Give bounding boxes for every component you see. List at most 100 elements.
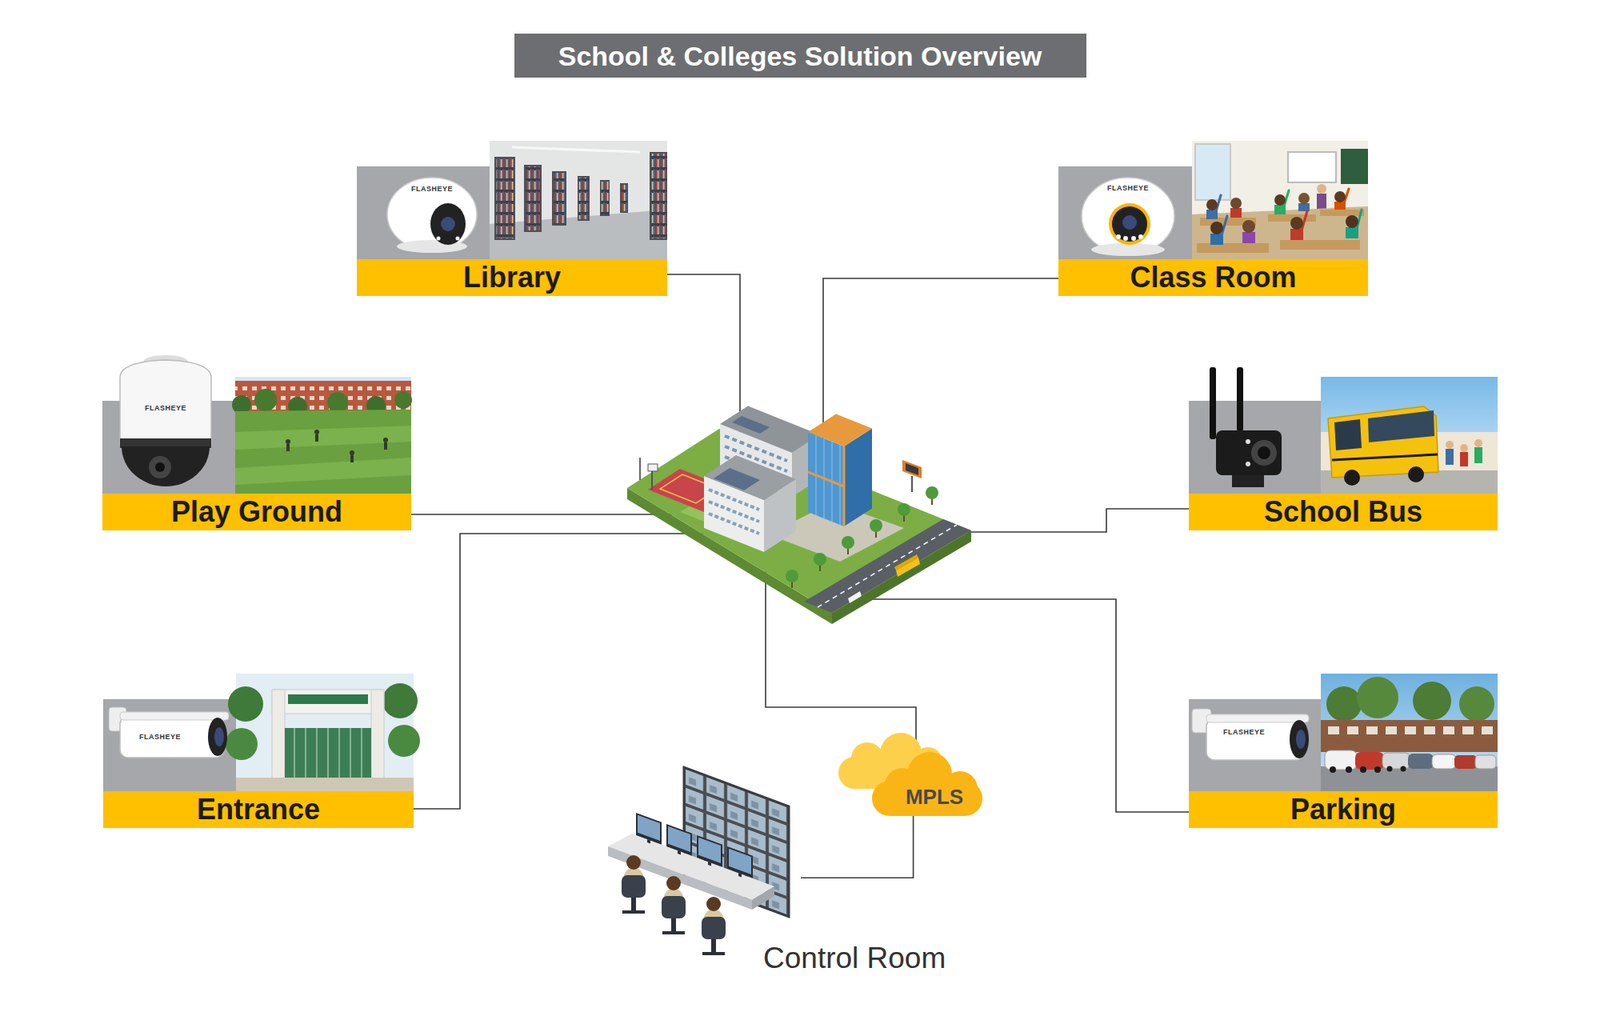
parking-photo	[1328, 726, 1493, 735]
entrance-photo	[371, 689, 384, 780]
control-room-illustration	[698, 837, 721, 864]
dome-camera	[436, 236, 441, 241]
school-bus-photo	[1445, 439, 1483, 467]
classroom-photo	[1280, 240, 1360, 250]
entrance-photo	[316, 728, 318, 778]
control-room-illustration	[728, 848, 752, 875]
library-photo	[524, 164, 542, 232]
campus-illustration	[648, 464, 658, 472]
control-room-illustration	[702, 952, 725, 956]
campus-illustration	[817, 524, 957, 608]
band-label: School Bus	[1264, 496, 1423, 528]
campus-illustration	[732, 416, 770, 434]
campus-illustration	[792, 496, 932, 588]
entrance-photo	[236, 777, 414, 792]
bus-camera	[1232, 475, 1264, 488]
entrance-photo	[225, 728, 258, 760]
camera-wire	[959, 508, 1189, 532]
dome-camera	[1108, 203, 1151, 245]
dome-camera	[1123, 236, 1128, 241]
classroom-photo	[1320, 209, 1364, 216]
campus-illustration	[808, 432, 844, 527]
classroom-photo	[1274, 194, 1286, 206]
classroom-photo	[1210, 221, 1224, 235]
control-room-illustration	[738, 872, 742, 877]
parking-photo	[1459, 686, 1495, 722]
playground-photo	[349, 450, 355, 456]
site-label: Control Room	[763, 942, 946, 976]
bullet-camera	[1192, 708, 1309, 760]
parking-photo	[1320, 766, 1498, 792]
parking-photo	[1320, 673, 1498, 792]
bus-camera	[1209, 367, 1216, 440]
library-photo	[553, 172, 565, 224]
library-photo	[600, 180, 610, 216]
entrance-photo	[349, 728, 352, 778]
parking-photo	[1366, 726, 1378, 735]
playground-photo	[235, 425, 412, 450]
ptz-camera	[120, 360, 212, 445]
camera-box	[1188, 400, 1321, 494]
control-room-illustration	[708, 861, 712, 866]
control-room-illustration	[666, 876, 681, 891]
library-photo	[620, 183, 628, 213]
bus-camera	[1257, 446, 1271, 460]
diagram-title: School & Colleges Solution Overview	[558, 42, 1043, 70]
entrance-photo	[360, 728, 363, 778]
bullet-camera	[1289, 720, 1309, 759]
control-room-illustration	[666, 824, 692, 860]
cloud-shape	[851, 742, 884, 775]
campus-illustration	[708, 489, 760, 510]
location-band: Library	[356, 259, 668, 296]
control-room-illustration	[621, 855, 646, 912]
playground-photo	[235, 380, 412, 415]
entrance-photo	[338, 728, 340, 778]
parking-photo	[1360, 766, 1367, 773]
classroom-photo	[1230, 197, 1242, 209]
control-room-illustration	[696, 835, 723, 871]
bus-camera	[1245, 439, 1251, 444]
campus-illustration	[708, 501, 760, 522]
entrance-photo	[284, 728, 372, 778]
entrance-photo	[294, 728, 362, 778]
control-room-illustration	[752, 886, 775, 910]
dome-camera	[1081, 177, 1175, 255]
dome-camera	[430, 203, 466, 245]
bullet-camera	[1296, 729, 1306, 749]
control-room-illustration	[661, 876, 686, 933]
band-label: Parking	[1290, 793, 1396, 826]
parking-photo	[1320, 673, 1498, 792]
brand-label: FLASHEYE	[139, 733, 181, 741]
dome-camera	[1122, 215, 1137, 230]
school-bus-photo	[1445, 448, 1454, 465]
entrance-photo	[272, 689, 384, 714]
network-cloud: MPLS	[838, 732, 983, 816]
control-room-illustration	[621, 875, 646, 898]
dome-camera	[440, 216, 456, 232]
parking-photo	[1475, 755, 1496, 769]
parking-photo	[1408, 753, 1434, 769]
control-room-illustration	[677, 850, 681, 855]
school-bus-photo	[1445, 440, 1454, 449]
dome-camera	[1116, 234, 1121, 240]
parking-photo	[1326, 686, 1362, 722]
campus-illustration	[911, 476, 913, 492]
playground-photo	[394, 391, 412, 409]
school-bus-photo	[1320, 376, 1498, 494]
playground-photo	[285, 429, 388, 463]
dome-camera	[1081, 177, 1175, 256]
classroom-photo	[1192, 140, 1368, 260]
entrance-photo	[327, 728, 329, 778]
classroom-photo	[1242, 220, 1256, 233]
library-photo	[512, 147, 640, 152]
band-label: Entrance	[196, 793, 320, 826]
library-photo	[489, 140, 668, 260]
classroom-photo	[1290, 216, 1304, 230]
campus-illustration	[897, 503, 911, 516]
bullet-camera	[1206, 714, 1309, 723]
classroom-photo	[1192, 140, 1368, 260]
dome-camera	[1131, 236, 1136, 241]
parking-photo	[1328, 726, 1340, 735]
campus-illustration	[843, 446, 846, 527]
